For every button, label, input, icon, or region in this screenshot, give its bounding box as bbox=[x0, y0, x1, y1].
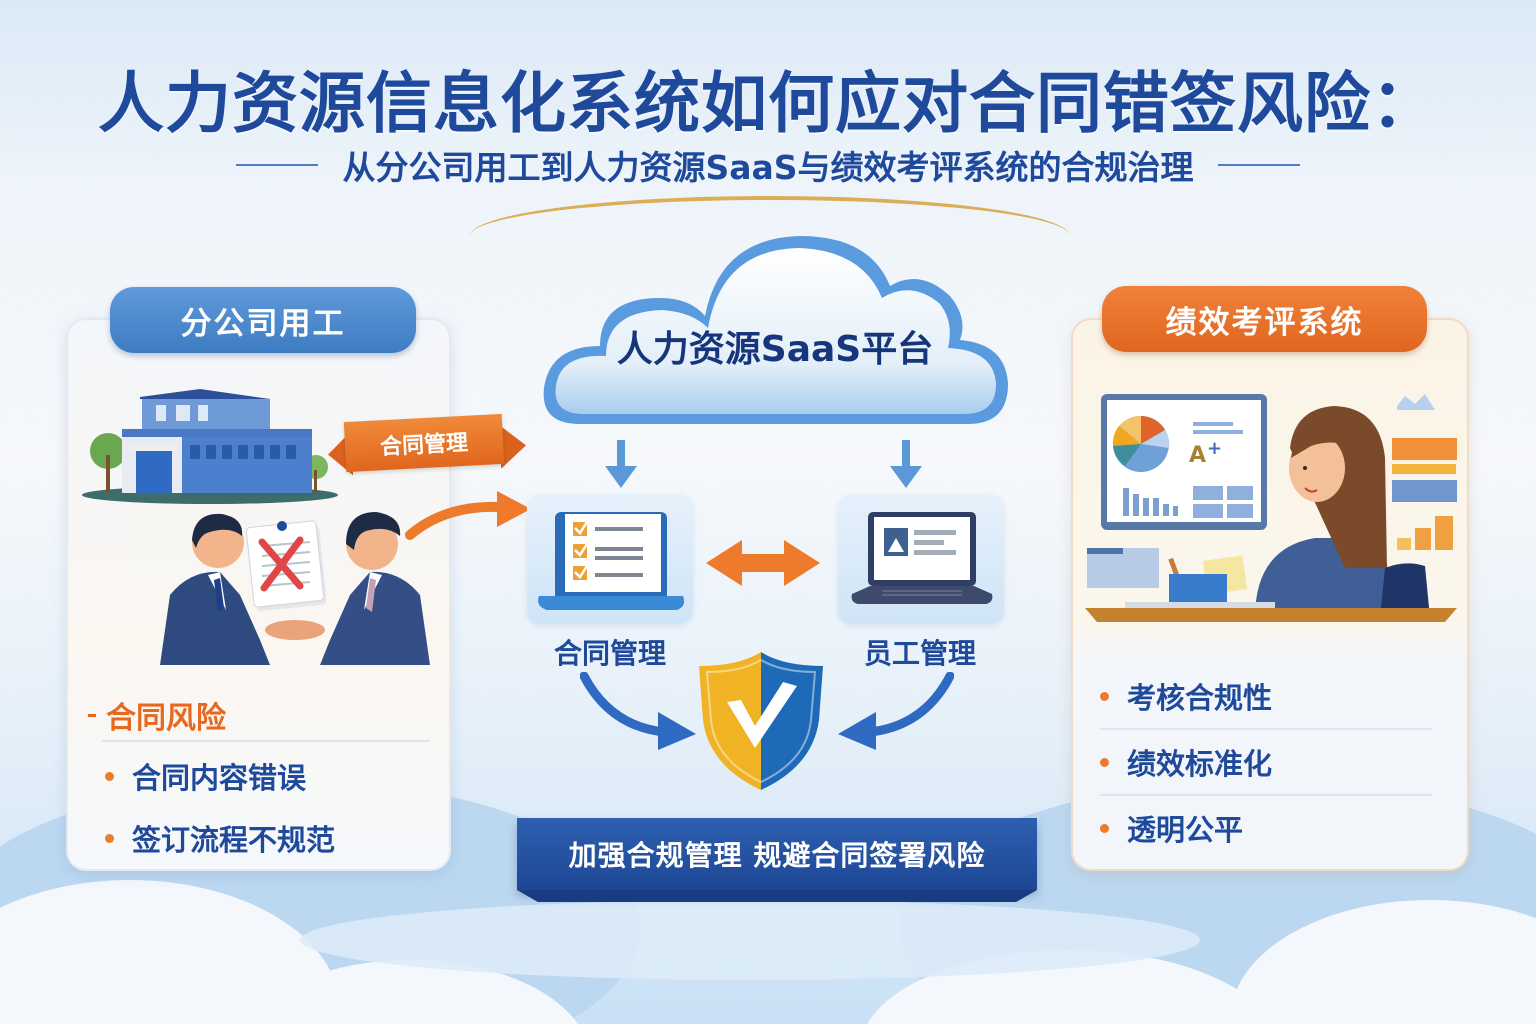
decorative-gold-arc bbox=[470, 196, 1070, 236]
businessmen-handshake-illustration bbox=[160, 512, 430, 665]
office-building-icon bbox=[82, 389, 338, 504]
cross-mark-icon bbox=[258, 536, 304, 592]
list-item-text: 透明公平 bbox=[1127, 813, 1244, 847]
compliance-slogan-banner: 加强合规管理 规避合同签署风险 bbox=[517, 818, 1037, 890]
bullet-dot-icon bbox=[1100, 691, 1109, 701]
pie-chart-icon bbox=[1112, 415, 1170, 472]
employee-management-tile[interactable] bbox=[838, 494, 1004, 624]
employee-management-label: 员工管理 bbox=[863, 637, 976, 670]
orange-flow-arrow-icon bbox=[405, 491, 531, 540]
list-item-text: 合同内容错误 bbox=[132, 761, 307, 795]
bullet-dot-icon bbox=[105, 771, 114, 781]
contract-risk-heading: 合同风险 bbox=[88, 693, 226, 737]
bullet-dot-icon bbox=[105, 833, 114, 843]
saas-platform-label: 人力资源SaaS平台 bbox=[616, 329, 934, 370]
contract-risk-list: 合同内容错误 签订流程不规范 bbox=[105, 756, 335, 858]
checklist-laptop-icon bbox=[538, 512, 685, 610]
performance-criteria-list: 考核合规性 绩效标准化 透明公平 bbox=[1100, 670, 1432, 854]
shield-check-icon bbox=[699, 652, 823, 790]
divider bbox=[1100, 728, 1432, 730]
bidirectional-arrow-icon bbox=[706, 540, 820, 586]
contract-management-label: 合同管理 bbox=[553, 637, 666, 670]
list-item-text: 绩效标准化 bbox=[1127, 747, 1273, 781]
bullet-dot-icon bbox=[1100, 757, 1109, 767]
decorative-line bbox=[236, 164, 319, 166]
subtitle-row: 从分公司用工到人力资源SaaS与绩效考评系统的合规治理 bbox=[0, 140, 1536, 190]
divider bbox=[1100, 794, 1432, 796]
list-item: 透明公平 bbox=[1100, 802, 1432, 854]
contract-management-tile[interactable] bbox=[527, 494, 693, 624]
list-item: 考核合规性 bbox=[1100, 670, 1432, 722]
curved-arrow-icon bbox=[838, 672, 954, 750]
down-arrow-icon bbox=[605, 440, 637, 488]
profile-laptop-icon bbox=[851, 512, 993, 604]
down-arrow-icon bbox=[890, 440, 922, 488]
curved-arrow-icon bbox=[580, 672, 696, 750]
performance-system-heading: 绩效考评系统 bbox=[1102, 286, 1427, 352]
page-title: 人力资源信息化系统如何应对合同错签风险： bbox=[98, 65, 1438, 142]
contract-risk-label: 合同风险 bbox=[106, 701, 226, 736]
saas-cloud-icon bbox=[543, 236, 1008, 424]
page-subtitle: 从分公司用工到人力资源SaaS与绩效考评系统的合规治理 bbox=[342, 148, 1194, 187]
divider bbox=[102, 740, 430, 742]
decorative-line bbox=[1217, 164, 1300, 166]
background-haze bbox=[300, 900, 1200, 980]
list-item: 合同内容错误 bbox=[105, 756, 335, 796]
list-item: 绩效标准化 bbox=[1100, 736, 1432, 788]
svg-text:+: + bbox=[1207, 438, 1222, 459]
bullet-dot-icon bbox=[1100, 823, 1109, 833]
svg-text:A: A bbox=[1189, 443, 1206, 468]
woman-dashboard-illustration: A + bbox=[1085, 394, 1457, 622]
branch-employment-heading: 分公司用工 bbox=[110, 287, 416, 353]
dash-marker-icon bbox=[88, 713, 96, 717]
list-item: 签订流程不规范 bbox=[105, 818, 335, 858]
banner-base bbox=[517, 890, 1037, 902]
list-item-text: 签订流程不规范 bbox=[132, 823, 336, 857]
list-item-text: 考核合规性 bbox=[1127, 681, 1273, 715]
contract-management-ribbon: 合同管理 bbox=[343, 413, 505, 473]
